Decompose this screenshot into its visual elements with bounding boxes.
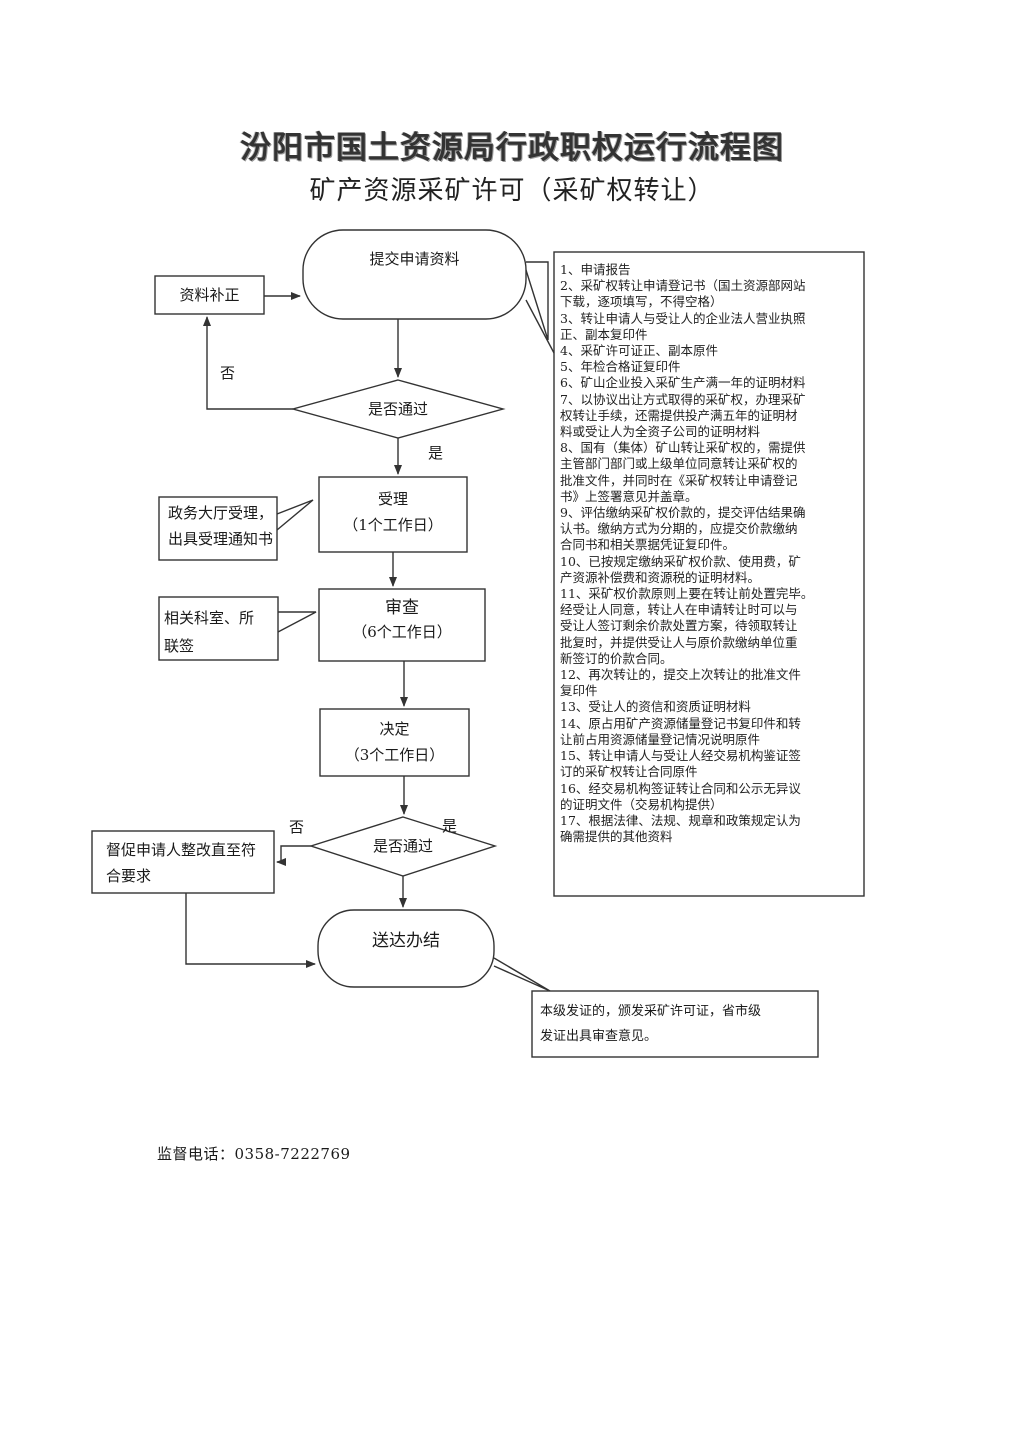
requirement-line: 13、受让人的资信和资质证明材料 — [560, 699, 751, 715]
requirement-line: 批准文件，并同时在《采矿权转让申请登记 — [560, 472, 798, 488]
supplement-node-shape — [154, 275, 265, 315]
finish-note: 本级发证的，颁发采矿许可证，省市级 发证出具审查意见。 — [532, 991, 818, 1057]
requirement-line: 批复时，并提供受让人与原价款缴纳单位重 — [560, 634, 798, 650]
requirement-line: 认书。缴纳方式为分期的，应提交价款缴纳 — [560, 521, 798, 537]
requirement-line: 16、经交易机构签证转让合同和公示无异议 — [560, 780, 801, 796]
requirement-line: 确需提供的其他资料 — [560, 829, 673, 845]
requirement-line: 正、副本复印件 — [560, 326, 648, 342]
submit-node: 提交申请资料 — [369, 250, 460, 268]
requirement-line: 9、评估缴纳采矿权价款的，提交评估结果确 — [560, 505, 806, 521]
requirement-line: 的证明文件（交易机构提供） — [560, 796, 723, 812]
accept-node-label: 受理 — [377, 490, 408, 508]
requirement-line: 15、转让申请人与受让人经交易机构鉴证签 — [560, 748, 801, 764]
finish-note-line-2: 发证出具审查意见。 — [540, 1029, 658, 1044]
check1-diamond: 是否通过 — [367, 400, 428, 418]
accept-side-line-2: 出具受理通知书 — [168, 530, 274, 548]
page-subtitle: 矿产资源采矿许可（采矿权转让） — [309, 176, 715, 206]
urge-line-1: 督促申请人整改直至符 — [106, 841, 257, 859]
review-node-days: （6个工作日） — [352, 623, 452, 641]
requirement-line: 14、原占用矿产资源储量登记书复印件和转 — [560, 715, 801, 731]
decide-node-days: （3个工作日） — [344, 746, 445, 764]
no-label-1: 否 — [220, 364, 236, 382]
requirement-line: 4、采矿许可证正、副本原件 — [560, 343, 718, 359]
requirement-line: 复印件 — [560, 683, 598, 699]
review-node-shape — [318, 588, 486, 662]
requirement-line: 合同书和相关票据凭证复印件。 — [560, 537, 736, 553]
requirement-line: 5、年检合格证复印件 — [560, 359, 681, 375]
requirement-line: 料或受让人为全资子公司的证明材料 — [560, 424, 761, 440]
review-node-label: 审查 — [385, 598, 419, 618]
page-title: 汾阳市国土资源局行政职权运行流程图 — [240, 130, 784, 166]
accept-node-days: （1个工作日） — [343, 516, 443, 534]
yes-label-1: 是 — [428, 444, 444, 462]
requirement-line: 17、根据法律、法规、规章和政策规定认为 — [560, 812, 801, 828]
requirement-line: 经受让人同意，转让人在申请转让时可以与 — [560, 602, 798, 618]
no-label-2: 否 — [289, 818, 305, 836]
requirement-line: 新签订的价款合同。 — [560, 650, 673, 666]
requirement-line: 产资源补偿费和资源税的证明材料。 — [560, 569, 761, 585]
review-side-line-1: 相关科室、所 — [164, 609, 255, 627]
requirements-box-shape — [553, 251, 865, 897]
urge-line-2: 合要求 — [106, 867, 152, 885]
requirement-line: 10、已按规定缴纳采矿权价款、使用费，矿 — [560, 553, 801, 569]
review-side-line-2: 联签 — [164, 637, 195, 655]
finish-note-shape — [531, 990, 819, 1058]
accept-side-shape — [158, 496, 278, 561]
requirement-line: 1、申请报告 — [560, 262, 631, 277]
submit-node-shape — [302, 229, 527, 320]
requirement-line: 权转让手续，还需提供投产满五年的证明材 — [560, 407, 798, 423]
requirement-line: 2、采矿权转让申请登记书（国土资源部网站 — [560, 278, 806, 294]
requirement-line: 书》上签署意见并盖章。 — [560, 488, 698, 504]
requirement-line: 6、矿山企业投入采矿生产满一年的证明材料 — [560, 375, 806, 391]
requirement-line: 8、国有（集体）矿山转让采矿权的，需提供 — [560, 440, 806, 456]
requirement-line: 受让人签订剩余价款处置方案，待领取转让 — [560, 618, 798, 634]
decide-node-label: 决定 — [379, 720, 410, 738]
finish-node: 送达办结 — [372, 931, 440, 951]
requirement-line: 下载，逐项填写，不得空格） — [560, 294, 723, 310]
requirement-line: 订的采矿权转让合同原件 — [560, 764, 698, 780]
callout-connector — [525, 261, 549, 341]
check2-diamond: 是否通过 — [372, 837, 433, 855]
urge-node-shape — [91, 830, 275, 894]
supervision-phone: 监督电话：0358-7222769 — [157, 1145, 351, 1163]
accept-side-line-1: 政务大厅受理， — [168, 504, 274, 522]
requirement-line: 主管部门部门或上级单位同意转让采矿权的 — [560, 456, 798, 472]
review-side-shape — [158, 596, 279, 661]
supplement-node: 资料补正 — [179, 286, 240, 304]
requirement-line: 7、以协议出让方式取得的采矿权，办理采矿 — [560, 391, 806, 407]
requirement-line: 让前占用资源储量登记情况说明原件 — [560, 731, 761, 747]
yes-label-2: 是 — [442, 817, 458, 835]
requirement-line: 3、转让申请人与受让人的企业法人营业执照 — [560, 310, 806, 326]
requirement-line: 11、采矿权价款原则上要在转让前处置完毕。 — [560, 586, 814, 602]
finish-node-shape — [317, 909, 495, 988]
requirement-line: 12、再次转让的，提交上次转让的批准文件 — [560, 667, 801, 683]
finish-note-line-1: 本级发证的，颁发采矿许可证，省市级 — [540, 1004, 762, 1019]
decide-node-shape — [319, 708, 470, 777]
